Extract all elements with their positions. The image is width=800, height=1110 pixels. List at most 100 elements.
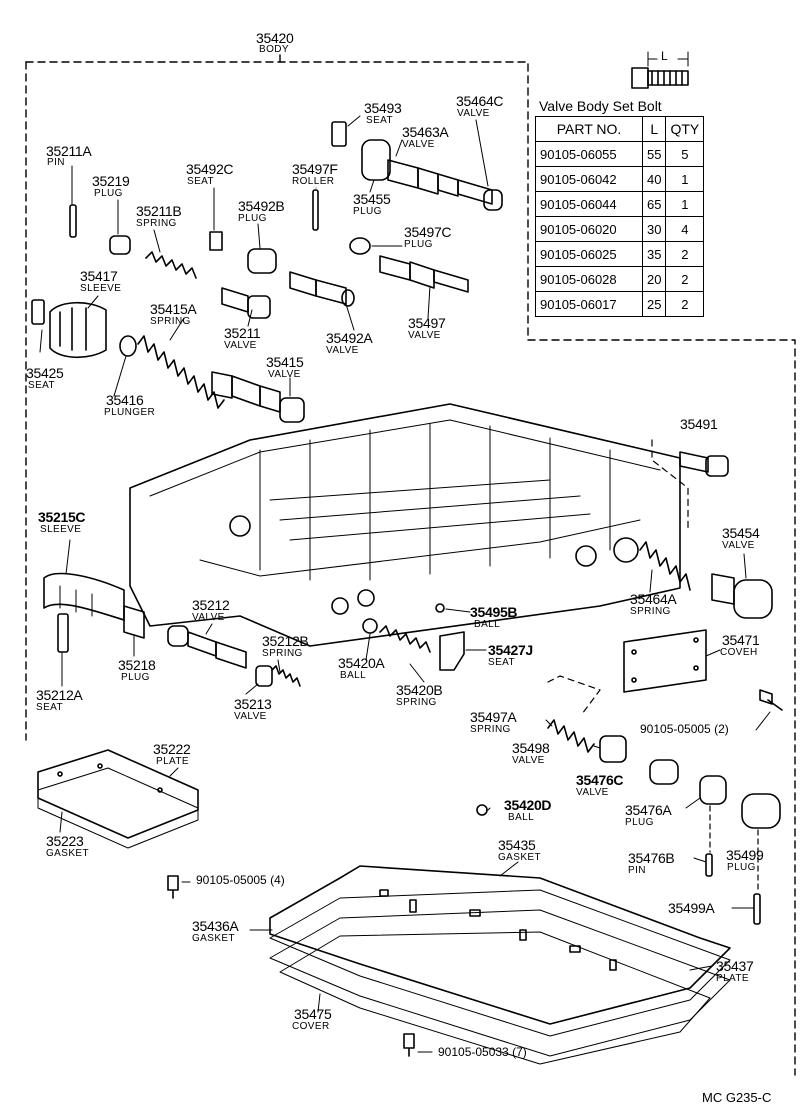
part-name: SEAT: [36, 702, 63, 713]
part-name: VALVE: [722, 540, 755, 551]
table-cell-qty: 1: [665, 191, 705, 217]
part-number: 35492C: [186, 161, 234, 177]
table-cell-part: 90105-06044: [535, 191, 643, 217]
part-number: 35464A: [630, 591, 677, 607]
part-number: 35499: [726, 847, 764, 863]
table-cell-qty: 4: [665, 216, 705, 242]
table-cell-qty: 1: [665, 166, 705, 192]
part-name: SPRING: [470, 724, 511, 735]
table-cell-part: 90105-06025: [535, 241, 643, 267]
part-number: 35437: [716, 958, 754, 974]
part-name: PIN: [628, 865, 646, 876]
part-number: 35212B: [262, 633, 309, 649]
part-number: 35213: [234, 696, 272, 712]
part-name: VALVE: [512, 755, 545, 766]
part-number: 35435: [498, 837, 536, 853]
part-name: PLUG: [94, 188, 123, 199]
part-number: 35464C: [456, 93, 504, 109]
table-cell-qty: 2: [665, 266, 705, 292]
right-side-parts: [547, 439, 783, 925]
part-number: 35211B: [136, 203, 182, 219]
part-number: 35493: [364, 100, 402, 116]
part-number: 35492A: [326, 330, 373, 346]
part-name: SPRING: [396, 697, 437, 708]
table-cell-part: 90105-06055: [535, 141, 643, 167]
centre-small-parts: [362, 603, 488, 816]
part-number: 35427J: [488, 642, 533, 658]
part-name: PIN: [47, 157, 65, 168]
part-number: 35492B: [238, 198, 285, 214]
part-number: 35218: [118, 657, 156, 673]
part-number: 35497: [408, 315, 446, 331]
part-name: SEAT: [187, 176, 214, 187]
part-number: 35420A: [338, 655, 385, 671]
bolt-length-label: L: [661, 49, 668, 63]
part-name: PLUG: [353, 206, 382, 217]
part-number: 35463A: [402, 124, 449, 140]
part-name: PLUG: [625, 817, 654, 828]
part-name: SLEEVE: [40, 524, 82, 535]
part-number: 35476C: [576, 772, 624, 788]
plate-gasket-left: [37, 749, 199, 899]
table-cell-part: 90105-06028: [535, 266, 643, 292]
part-name: BALL: [340, 670, 367, 681]
part-name: SPRING: [262, 648, 303, 659]
header-part-no: PART NO.: [535, 116, 643, 142]
header-length: L: [641, 116, 667, 142]
bolt-callout: 90105-05033 (7): [438, 1045, 527, 1059]
leader-lines: [39, 115, 771, 1053]
part-number: 35415A: [150, 301, 197, 317]
table-cell-part: 90105-06042: [535, 166, 643, 192]
part-name: SLEEVE: [80, 283, 122, 294]
part-number: 35420B: [396, 682, 443, 698]
part-number: 35498: [512, 740, 550, 756]
part-name: PLUG: [121, 672, 150, 683]
part-name: PLATE: [716, 973, 749, 984]
part-number: 35475: [294, 1006, 332, 1022]
table-header-row: PART NO. L QTY: [535, 116, 705, 142]
bolt-callout: 90105-05005 (2): [640, 722, 729, 736]
part-name: SEAT: [488, 657, 515, 668]
header-qty: QTY: [665, 116, 705, 142]
part-number: 35497A: [470, 709, 517, 725]
table-cell-length: 30: [641, 216, 667, 242]
part-number: 35215C: [38, 509, 86, 525]
part-name: VALVE: [192, 612, 225, 623]
part-number: 35454: [722, 525, 760, 541]
part-number: 35417: [80, 268, 118, 284]
part-number: 35425: [26, 365, 64, 381]
part-number: 35476B: [628, 850, 675, 866]
table-cell-qty: 5: [665, 141, 705, 167]
part-name: SPRING: [136, 218, 177, 229]
part-name: SPRING: [630, 606, 671, 617]
part-number: 35497F: [292, 161, 338, 177]
part-number: 35416: [106, 392, 144, 408]
part-name: PLUG: [238, 213, 267, 224]
part-name: BALL: [508, 812, 535, 823]
part-name: ROLLER: [292, 176, 335, 187]
table-cell-length: 65: [641, 191, 667, 217]
part-number: 35211: [224, 325, 261, 341]
part-name: BALL: [474, 619, 501, 630]
part-number: 35212A: [36, 687, 83, 703]
part-name: GASKET: [498, 852, 541, 863]
part-name: SEAT: [28, 380, 55, 391]
part-number: 35476A: [625, 802, 672, 818]
part-number: 35212: [192, 597, 230, 613]
body-part-name: BODY: [259, 44, 289, 55]
part-number: 35436A: [192, 918, 239, 934]
part-number: 35219: [92, 173, 130, 189]
table-cell-length: 25: [641, 291, 667, 317]
part-name: GASKET: [46, 848, 89, 859]
part-number: 35420D: [504, 797, 552, 813]
bolt-callout: 90105-05005 (4): [196, 873, 285, 887]
part-number: 35455: [353, 191, 391, 207]
part-name: VALVE: [268, 369, 301, 380]
table-cell-part: 90105-06017: [535, 291, 643, 317]
